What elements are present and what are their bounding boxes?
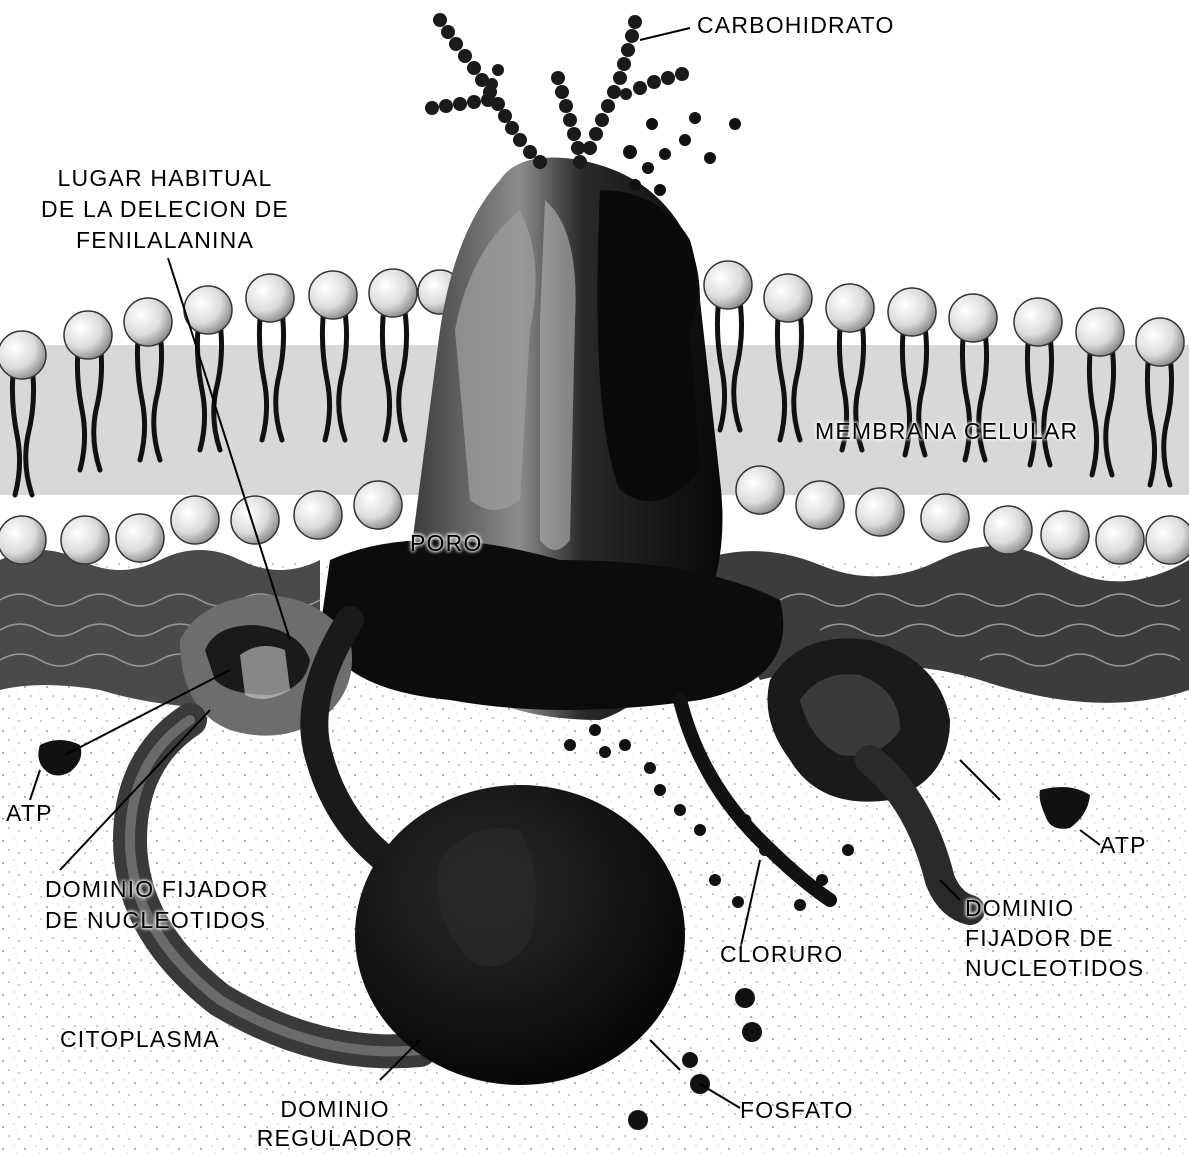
label-cloruro: CLORURO bbox=[720, 941, 843, 968]
label-lugar-line3: FENILALANINA bbox=[20, 227, 310, 254]
label-dominio-left-line2: DE NUCLEOTIDOS bbox=[45, 907, 269, 934]
label-dominio-left-line1: DOMINIO FIJADOR bbox=[45, 876, 269, 903]
carbohydrate-chains bbox=[425, 13, 689, 169]
extracellular-ions bbox=[623, 112, 741, 196]
label-citoplasma: CITOPLASMA bbox=[60, 1026, 220, 1053]
label-poro: PORO bbox=[410, 530, 483, 557]
label-regulador-line2: REGULADOR bbox=[250, 1125, 420, 1152]
label-dominio-fijador-right: DOMINIO FIJADOR DE NUCLEOTIDOS bbox=[965, 895, 1144, 982]
label-atp-right: ATP bbox=[1100, 832, 1147, 859]
label-dominio-right-line2: FIJADOR DE bbox=[965, 925, 1144, 952]
label-atp-left: ATP bbox=[6, 800, 53, 827]
label-lugar-habitual: LUGAR HABITUAL DE LA DELECION DE FENILAL… bbox=[20, 165, 310, 254]
label-dominio-fijador-left: DOMINIO FIJADOR DE NUCLEOTIDOS bbox=[45, 876, 269, 934]
label-dominio-right-line3: NUCLEOTIDOS bbox=[965, 955, 1144, 982]
label-carbohidrato: CARBOHIDRATO bbox=[697, 12, 895, 39]
label-dominio-right-line1: DOMINIO bbox=[965, 895, 1144, 922]
label-fosfato: FOSFATO bbox=[740, 1097, 854, 1124]
label-lugar-line1: LUGAR HABITUAL bbox=[20, 165, 310, 192]
label-lugar-line2: DE LA DELECION DE bbox=[20, 196, 310, 223]
label-membrana: MEMBRANA CELULAR bbox=[815, 418, 1078, 445]
label-dominio-regulador: DOMINIO REGULADOR bbox=[250, 1096, 420, 1152]
label-regulador-line1: DOMINIO bbox=[250, 1096, 420, 1123]
